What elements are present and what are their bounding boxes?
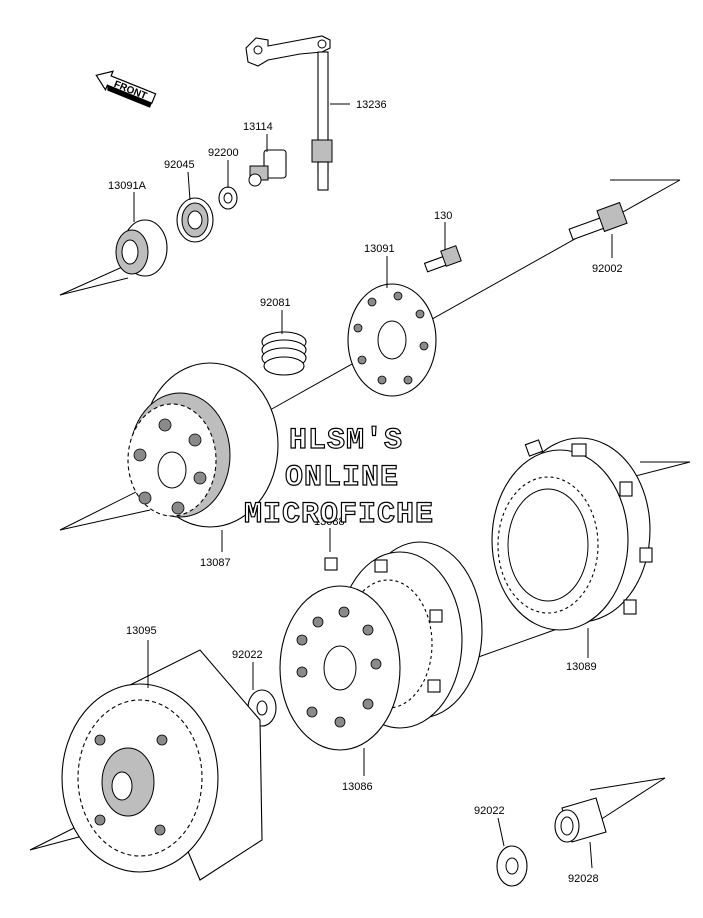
label-13236: 13236 — [356, 99, 387, 111]
pressure-plate-13091-part — [347, 283, 437, 397]
label-13091a: 13091A — [108, 180, 147, 192]
label-13089: 13089 — [566, 661, 597, 673]
label-13087: 13087 — [200, 557, 231, 569]
bearing-92045-part — [176, 197, 214, 243]
label-13114: 13114 — [243, 121, 273, 133]
friction-plate-13089-part — [491, 437, 653, 631]
label-13088: 13088 — [314, 516, 345, 528]
pin-13114-part — [248, 149, 287, 187]
label-92200: 92200 — [208, 147, 239, 159]
label-92002: 92002 — [592, 263, 623, 275]
sleeve-92028-part — [554, 797, 607, 843]
collar-13091a-part — [115, 219, 168, 277]
bolt-130-part — [423, 245, 462, 273]
shift-lever-part — [245, 35, 333, 191]
label-92045: 92045 — [164, 159, 195, 171]
label-13086: 13086 — [342, 781, 373, 793]
front-arrow-icon: FRONT — [95, 70, 157, 108]
label-92081: 92081 — [260, 297, 291, 309]
watermark: HLSM'S ONLINE MICROFICHE — [243, 423, 434, 532]
spring-92081-part — [261, 331, 307, 376]
watermark-line-1: HLSM'S — [289, 424, 403, 458]
label-92022-lower: 92022 — [474, 805, 505, 817]
bolt-92002-part — [568, 201, 628, 241]
pressure-plate-13086-part — [279, 585, 401, 751]
watermark-line-3: MICROFICHE — [244, 498, 434, 532]
part-labels: 13236 13114 92200 92045 13091A 130 92002… — [108, 99, 623, 885]
label-13091: 13091 — [364, 243, 395, 255]
label-92022-upper: 92022 — [232, 649, 263, 661]
clutch-housing-13095-part — [61, 649, 263, 881]
clutch-hub-13087-part — [127, 362, 279, 528]
leader-lines — [133, 103, 613, 869]
watermark-line-2: ONLINE — [285, 461, 399, 495]
label-130: 130 — [434, 210, 452, 222]
washer-92022-lower-part — [496, 845, 528, 887]
label-92028: 92028 — [568, 873, 599, 885]
label-13095: 13095 — [126, 625, 157, 637]
washer-92200-part — [218, 186, 238, 210]
axis-lines — [29, 179, 691, 851]
